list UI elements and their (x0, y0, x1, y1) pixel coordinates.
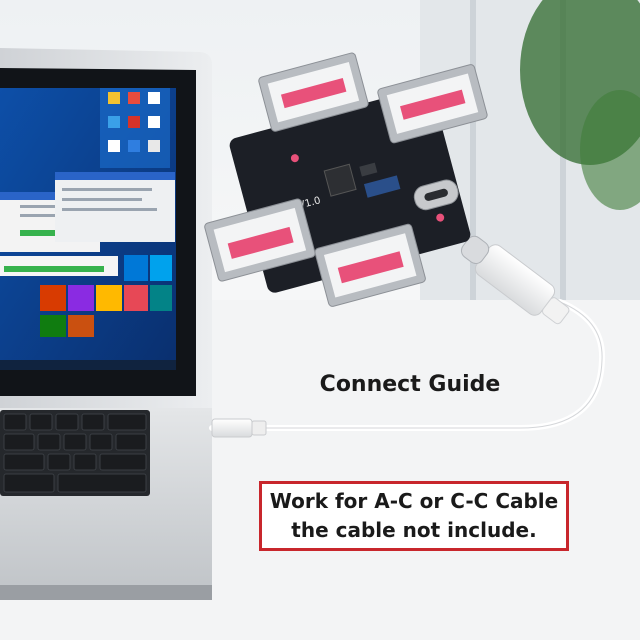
usb-c-cable (209, 235, 606, 438)
cable-note-line-1: Work for A-C or C-C Cable (269, 489, 559, 513)
usb-a-port-left (204, 198, 316, 282)
laptop-keyboard (0, 410, 150, 496)
usb-a-port-bottom (314, 223, 426, 307)
laptop (0, 48, 212, 600)
cable-note-line-2: the cable not include. (291, 518, 537, 542)
connect-guide-caption: Connect Guide (319, 372, 501, 397)
usb-a-port-right (377, 64, 488, 144)
cable-note-box: Work for A-C or C-C Cable the cable not … (259, 481, 569, 551)
usb-a-port-top (258, 52, 369, 132)
laptop-screen (0, 88, 176, 370)
